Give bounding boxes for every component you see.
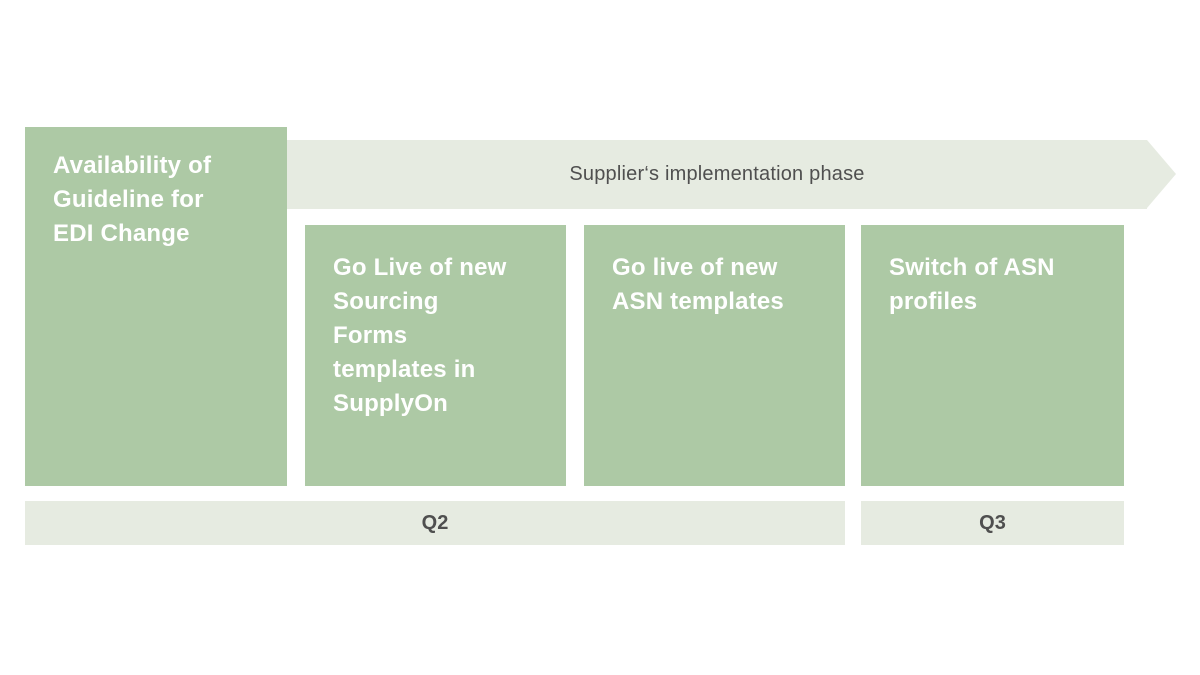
quarter-q2-label: Q2 bbox=[421, 511, 449, 534]
implementation-phase-label: Supplier‘s implementation phase bbox=[569, 163, 865, 185]
implementation-phase-arrow: Supplier‘s implementation phase bbox=[287, 140, 1176, 209]
quarter-q3-label: Q3 bbox=[979, 511, 1006, 534]
milestone-box-guideline-availability: Availability of Guideline for EDI Change bbox=[25, 127, 287, 486]
milestone-box-asn-templates-go-live: Go live of new ASN templates bbox=[584, 225, 845, 486]
quarter-bar-q3: Q3 bbox=[861, 501, 1124, 545]
quarter-bar-q2: Q2 bbox=[25, 501, 845, 545]
milestone-box-asn-profiles-switch: Switch of ASN profiles bbox=[861, 225, 1124, 486]
milestone-box-sourcing-forms-go-live: Go Live of new Sourcing Forms templates … bbox=[305, 225, 566, 486]
